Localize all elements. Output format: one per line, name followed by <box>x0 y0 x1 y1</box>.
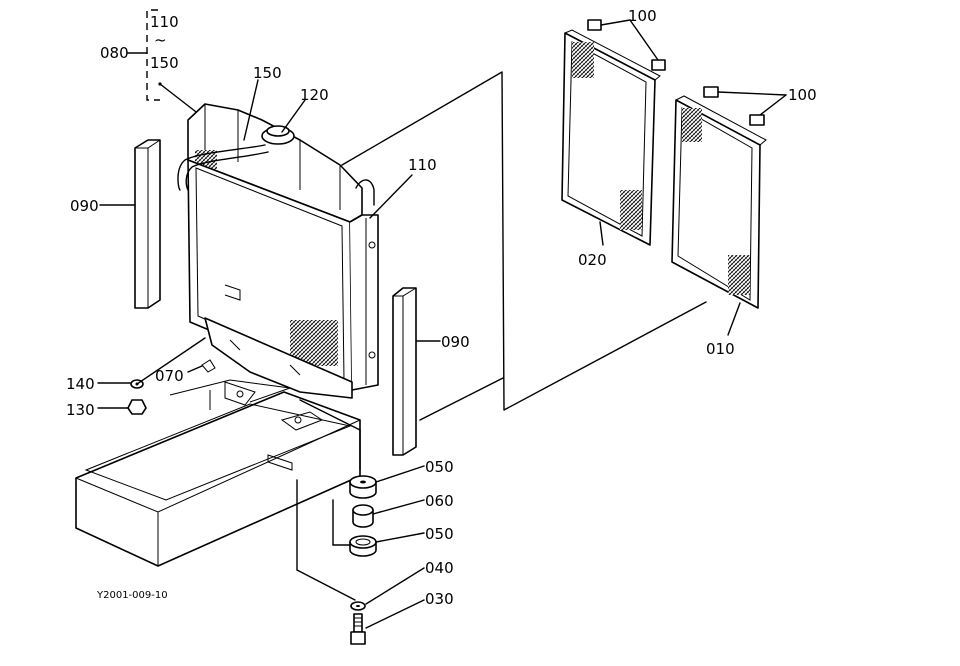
label-060: 060 <box>425 492 454 510</box>
label-050-bottom: 050 <box>425 525 454 543</box>
drawing-reference: Y2001-009-10 <box>96 590 168 601</box>
radiator-leaders: 150 120 110 <box>243 64 437 219</box>
label-080: 080 <box>100 44 129 62</box>
dust-screen-020: 020 100 <box>561 7 666 269</box>
label-range-150: 150 <box>150 54 179 72</box>
screen-assembly-bracket <box>341 71 707 421</box>
label-070: 070 <box>155 367 184 385</box>
label-range-sep: ~ <box>154 31 167 49</box>
dust-screen-010: 100 010 <box>671 86 817 358</box>
group-bracket-080: 080 110 ~ 150 <box>100 9 201 116</box>
label-range-110: 110 <box>150 13 179 31</box>
label-120: 120 <box>300 86 329 104</box>
label-110: 110 <box>408 156 437 174</box>
label-140: 140 <box>66 375 95 393</box>
hardware-left: 140 130 070 <box>66 337 216 419</box>
bolt-washer: 040 030 <box>296 479 454 645</box>
label-100-top: 100 <box>628 7 657 25</box>
radiator-assembly <box>177 103 379 399</box>
label-090-left: 090 <box>70 197 99 215</box>
label-010: 010 <box>706 340 735 358</box>
label-090-right: 090 <box>441 333 470 351</box>
air-seal-right: 090 <box>392 287 470 456</box>
cushion-stack: 050 060 050 <box>299 399 454 557</box>
air-seal-left: 090 <box>70 139 161 309</box>
label-130: 130 <box>66 401 95 419</box>
label-040: 040 <box>425 559 454 577</box>
label-150: 150 <box>253 64 282 82</box>
label-100-right: 100 <box>788 86 817 104</box>
label-050-top: 050 <box>425 458 454 476</box>
label-020: 020 <box>578 251 607 269</box>
label-030: 030 <box>425 590 454 608</box>
